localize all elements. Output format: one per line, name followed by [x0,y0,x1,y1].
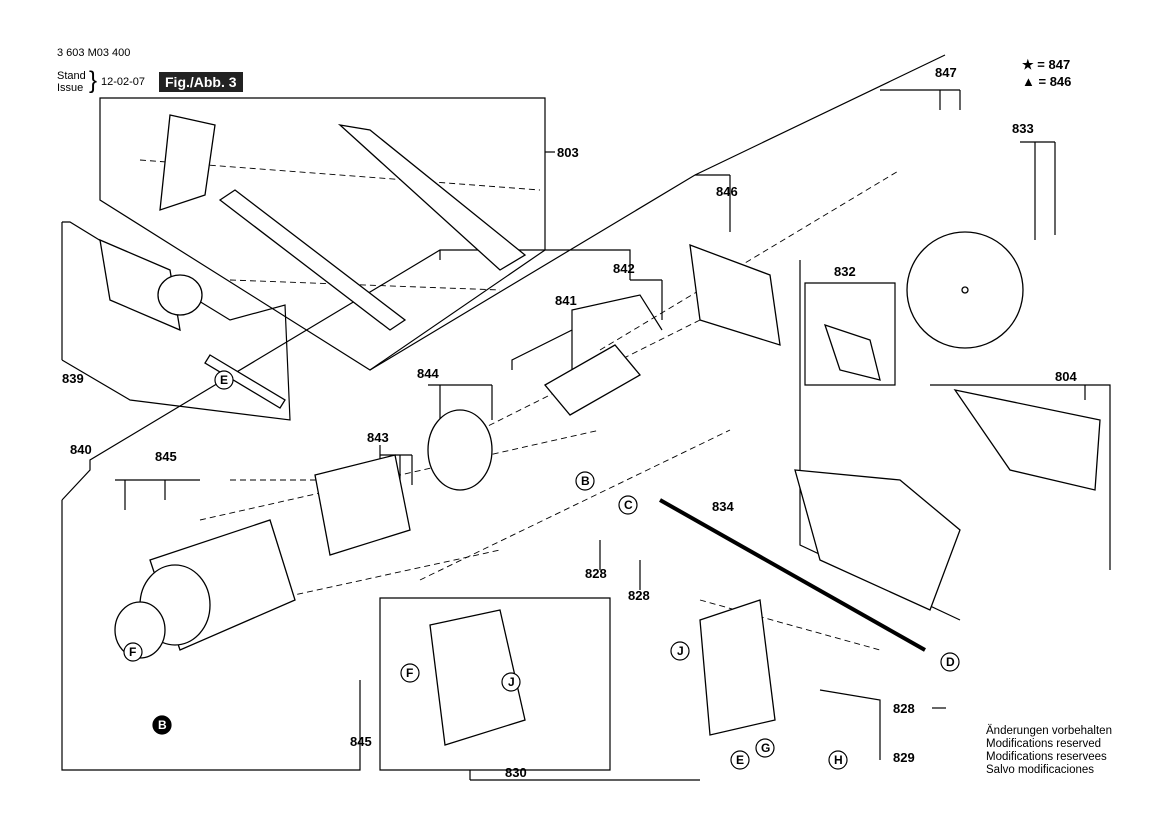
callout-e-upper: E [220,373,228,387]
guard-cover [337,123,527,271]
callout-d: D [946,655,955,669]
callout-c: C [624,498,633,512]
bearing-ring [157,274,203,316]
label-830: 830 [505,765,527,780]
label-803: 803 [557,145,579,160]
note-de: Änderungen vorbehalten [986,725,1112,737]
lower-guard [794,469,961,611]
document-number: 3 603 M03 400 [57,47,131,59]
label-804: 804 [1055,369,1077,384]
guard-bracket [159,114,216,211]
callout-b-filled: B [158,718,167,732]
callout-h: H [834,753,843,767]
label-832: 832 [834,264,856,279]
label-841: 841 [555,293,577,308]
guard-arm [218,189,407,331]
figure-tag: Fig./Abb. 3 [159,72,243,92]
group-803-outline [99,97,546,371]
label-843: 843 [367,430,389,445]
gear-housing [689,244,781,346]
stator [314,454,411,556]
link-bar [204,354,286,409]
label-846: 846 [716,184,738,199]
label-828-b: 828 [628,588,650,603]
label-839: 839 [62,371,84,386]
issue-label: Issue [57,82,84,94]
stand-label: Stand [57,70,86,82]
label-828-a: 828 [585,566,607,581]
group-840-bottom [61,500,361,771]
callout-f-left: F [129,645,136,659]
note-fr: Modifications reservees [986,751,1107,763]
mounting-plate-left [429,609,526,746]
upper-guard [953,389,1101,491]
callout-g: G [761,741,770,755]
guard-lever [823,323,881,381]
callout-f-right: F [406,666,413,680]
note-en: Modifications reserved [986,738,1102,750]
label-845-bottom: 845 [350,734,372,749]
mounting-plate-right [699,599,776,736]
label-845-top: 845 [155,449,177,464]
group-839-outline [61,221,291,421]
label-842: 842 [613,261,635,276]
label-840: 840 [70,442,92,457]
callout-e-lower: E [736,753,744,767]
brace: } [89,67,98,94]
group-840-outline [61,249,631,501]
callout-b: B [581,474,590,488]
star-icon: ★ [1022,57,1034,72]
note-es: Salvo modificaciones [986,764,1095,776]
triangle-icon: ▲ [1022,74,1035,89]
legend-star: ★ = 847 [1022,57,1070,73]
label-829: 829 [893,750,915,765]
label-834: 834 [712,499,734,514]
callout-j-right: J [677,644,684,658]
label-847: 847 [935,65,957,80]
armature [544,344,641,416]
legend-triangle-text: = 846 [1038,74,1072,89]
callout-j-left: J [508,675,515,689]
legend-triangle: ▲ = 846 [1022,74,1071,89]
arm-bracket [99,238,181,332]
label-828-c: 828 [893,701,915,716]
issue-date: 12-02-07 [101,76,146,88]
legend-star-text: = 847 [1037,57,1071,72]
label-833: 833 [1012,121,1034,136]
fan-housing-ring [427,409,493,491]
footer-notes: Änderungen vorbehalten Modifications res… [986,725,1112,777]
label-844: 844 [417,366,439,381]
